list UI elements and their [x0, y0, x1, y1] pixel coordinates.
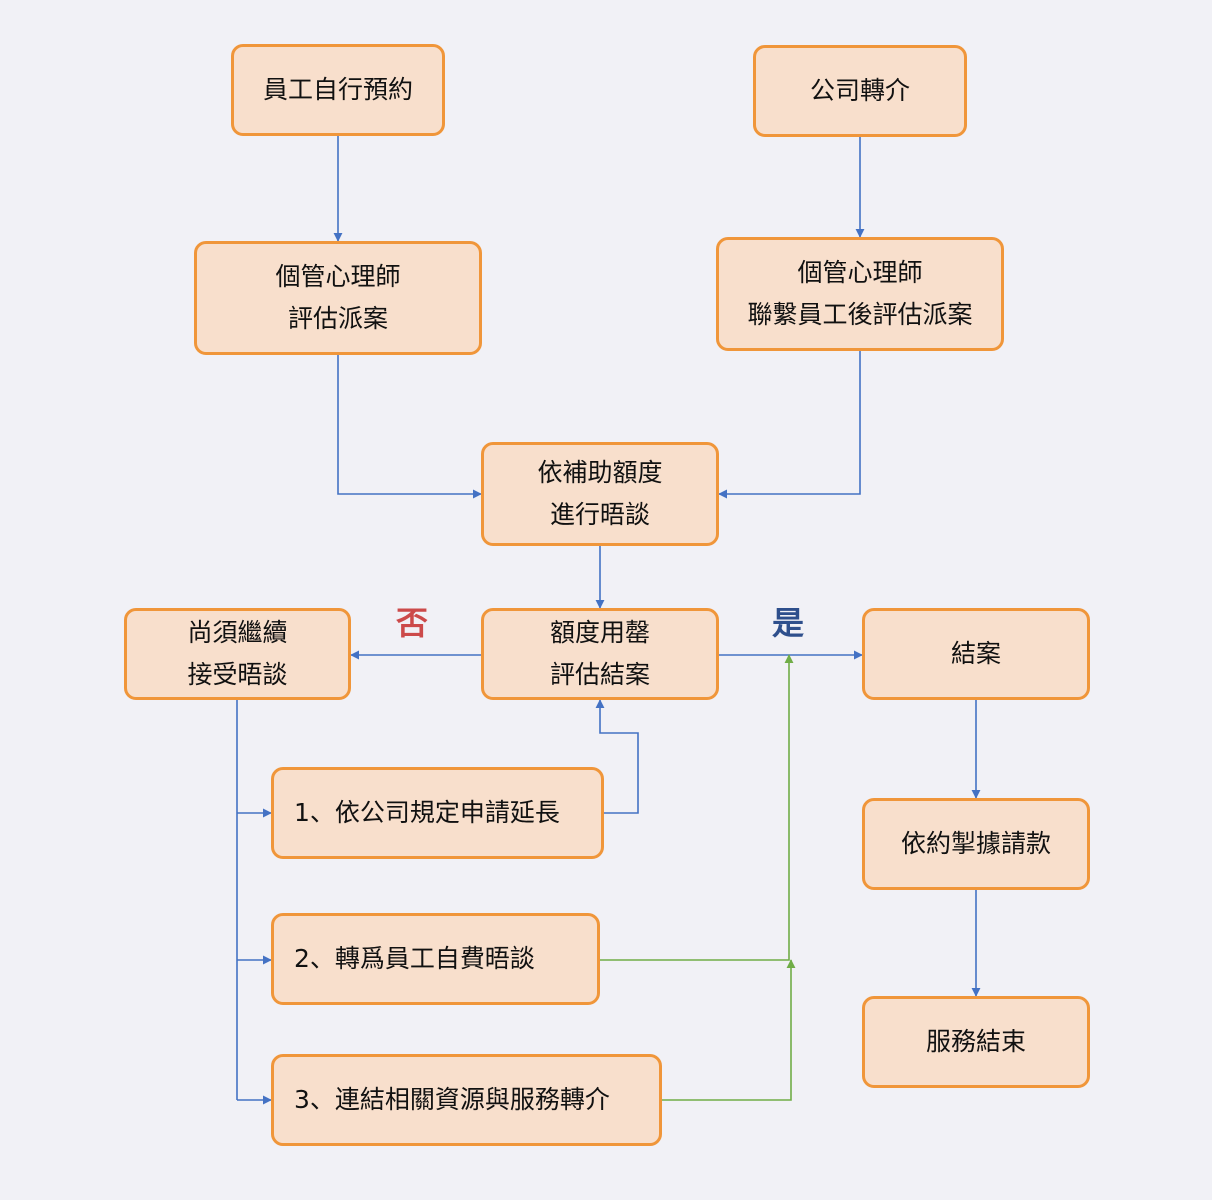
- node-quota-used: 額度用罄 評估結案: [481, 608, 719, 700]
- node-company-referral: 公司轉介: [753, 45, 967, 137]
- decision-no-label: 否: [396, 604, 429, 642]
- node-counsel-line-1: 依補助額度: [537, 458, 663, 487]
- node-option-2-text: 2、轉爲員工自費晤談: [294, 944, 535, 973]
- node-quota-used-line-2: 評估結案: [549, 660, 650, 689]
- node-self-booking: 員工自行預約: [231, 44, 445, 136]
- node-invoice-text: 依約掣據請款: [900, 829, 1051, 858]
- node-psych-assess: 個管心理師 評估派案: [194, 241, 482, 355]
- arrow-contact-to-counsel: [718, 351, 861, 499]
- node-counsel: 依補助額度 進行晤談: [481, 442, 719, 546]
- node-company-referral-text: 公司轉介: [809, 76, 910, 105]
- arrow-option-3-to-yes: [662, 959, 796, 1101]
- node-counsel-line-2: 進行晤談: [549, 500, 650, 529]
- node-continue-line-1: 尚須繼續: [187, 618, 288, 647]
- arrow-option-2-to-yes: [600, 654, 794, 961]
- node-service-end-text: 服務結束: [925, 1027, 1026, 1056]
- node-invoice: 依約掣據請款: [862, 798, 1090, 890]
- node-close-case: 結案: [862, 608, 1090, 700]
- node-quota-used-line-1: 額度用罄: [549, 618, 650, 647]
- arrow-assess-to-counsel: [337, 355, 482, 499]
- arrow-option-1-to-quota: [595, 699, 639, 814]
- node-option-extend: 1、依公司規定申請延長: [271, 767, 604, 859]
- node-option-referral: 3、連結相關資源與服務轉介: [271, 1054, 662, 1146]
- node-service-end: 服務結束: [862, 996, 1090, 1088]
- node-psych-contact: 個管心理師 聯繫員工後評估派案: [716, 237, 1004, 351]
- node-continue-line-2: 接受晤談: [187, 660, 288, 689]
- node-psych-contact-line-2: 聯繫員工後評估派案: [747, 300, 973, 329]
- node-psych-assess-line-1: 個管心理師: [275, 262, 401, 291]
- node-continue-counseling: 尚須繼續 接受晤談: [124, 608, 351, 700]
- node-option-1-text: 1、依公司規定申請延長: [294, 798, 560, 827]
- node-psych-contact-line-1: 個管心理師: [797, 258, 923, 287]
- node-close-case-text: 結案: [950, 639, 1001, 668]
- decision-yes-label: 是: [772, 604, 805, 642]
- node-self-booking-text: 員工自行預約: [262, 75, 413, 104]
- node-option-3-text: 3、連結相關資源與服務轉介: [294, 1085, 610, 1114]
- node-option-self-pay: 2、轉爲員工自費晤談: [271, 913, 600, 1005]
- node-psych-assess-line-2: 評估派案: [287, 304, 388, 333]
